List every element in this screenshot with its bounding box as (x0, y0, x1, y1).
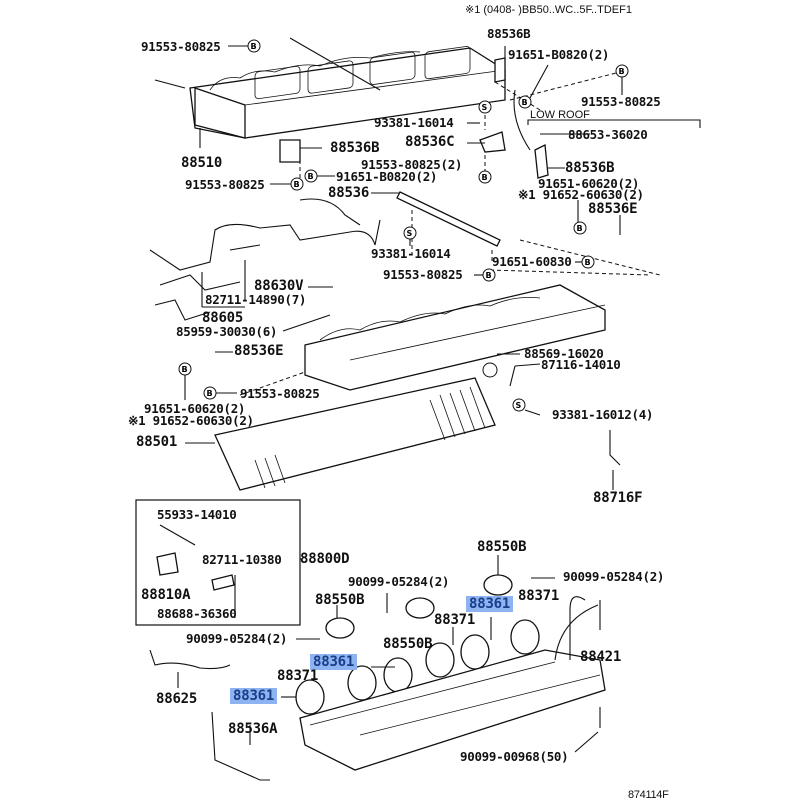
part-label[interactable]: 91553-80825 (383, 267, 463, 282)
part-label[interactable]: 91553-80825 (581, 94, 661, 109)
part-label[interactable]: 88550B (477, 539, 527, 555)
part-label[interactable]: 87116-14010 (541, 357, 621, 372)
part-label[interactable]: 88371 (434, 612, 476, 628)
part-label[interactable]: 88653-36020 (568, 127, 648, 142)
part-label[interactable]: 82711-14890(7) (205, 292, 307, 307)
blower-fans (295, 619, 540, 715)
part-label[interactable]: 91651-60830 (492, 254, 572, 269)
bolt-symbols: B B B B B B B B B B B (178, 39, 629, 400)
svg-text:B: B (577, 224, 583, 233)
svg-text:B: B (294, 180, 300, 189)
part-label[interactable]: 88688-36360 (157, 606, 237, 621)
part-label[interactable]: 88800D (300, 551, 350, 567)
svg-text:B: B (585, 258, 591, 267)
part-label[interactable]: 93381-16014 (371, 246, 451, 261)
svg-text:B: B (207, 389, 213, 398)
part-label[interactable]: 88536C (405, 134, 455, 150)
part-label[interactable]: 88510 (181, 155, 223, 171)
part-label[interactable]: 93381-16012(4) (552, 407, 654, 422)
svg-text:B: B (522, 98, 528, 107)
svg-text:B: B (486, 271, 492, 280)
part-label[interactable]: 55933-14010 (157, 507, 237, 522)
part-label[interactable]: 88371 (277, 668, 319, 684)
svg-text:S: S (482, 103, 488, 112)
part-label[interactable]: 90099-05284(2) (348, 574, 450, 589)
wire-harness-88605 (149, 198, 381, 321)
part-label[interactable]: 88569-16020 (524, 346, 604, 361)
screw-symbols: S S S (403, 100, 526, 412)
part-label[interactable]: 88536E (234, 343, 284, 359)
part-label[interactable]: 88716F (593, 490, 643, 506)
part-label[interactable]: 88536B (487, 26, 531, 41)
inset-box-88800D (135, 499, 301, 626)
part-label[interactable]: 90099-05284(2) (563, 569, 665, 584)
blower-motors (325, 574, 513, 639)
part-label[interactable]: 90099-00968(50) (460, 749, 569, 764)
part-label[interactable]: 88536 (328, 185, 370, 201)
low-roof-label: LOW ROOF (530, 109, 590, 121)
part-label[interactable]: 88550B (383, 636, 433, 652)
part-label[interactable]: 91651-60620(2) (144, 401, 246, 416)
part-label[interactable]: 93381-16014 (374, 115, 454, 130)
highlighted-part-88361[interactable]: 88361 (466, 596, 514, 612)
part-label[interactable]: 91651-60620(2) (538, 176, 640, 191)
highlighted-part-88361[interactable]: 88361 (230, 688, 278, 704)
highlighted-part-88361[interactable]: 88361 (310, 654, 358, 670)
part-label[interactable]: ※1 91652-60630(2) (518, 187, 644, 202)
part-label[interactable]: 91553-80825 (185, 177, 265, 192)
svg-text:B: B (482, 173, 488, 182)
leader-lines (184, 45, 623, 753)
evaporator-88501 (214, 377, 496, 491)
part-label[interactable]: 91553-80825 (240, 386, 320, 401)
part-label[interactable]: 91651-B0820(2) (508, 47, 610, 62)
svg-text:B: B (182, 365, 188, 374)
part-label[interactable]: 91651-B0820(2) (336, 169, 438, 184)
svg-text:S: S (407, 229, 413, 238)
figure-code: 874114F (628, 789, 669, 801)
part-label[interactable]: 88421 (580, 649, 622, 665)
part-label[interactable]: 90099-05284(2) (186, 631, 288, 646)
svg-text:B: B (251, 42, 257, 51)
part-label[interactable]: 85959-30030(6) (176, 324, 278, 339)
part-label[interactable]: 88550B (315, 592, 365, 608)
part-label[interactable]: 88536A (228, 721, 278, 737)
part-label[interactable]: 88536B (330, 140, 380, 156)
part-label[interactable]: 88536E (588, 201, 638, 217)
duct-88510 (154, 37, 506, 148)
part-label[interactable]: 88371 (518, 588, 560, 604)
part-label[interactable]: ※1 91652-60630(2) (128, 413, 254, 428)
part-label[interactable]: 82711-10380 (202, 552, 282, 567)
part-label[interactable]: 91553-80825(2) (361, 157, 463, 172)
part-label[interactable]: 88605 (202, 310, 244, 326)
part-label[interactable]: 91553-80825 (141, 39, 221, 54)
part-label[interactable]: 88630V (254, 278, 304, 294)
svg-text:B: B (308, 172, 314, 181)
duct-lower (304, 284, 606, 391)
part-label[interactable]: 88625 (156, 691, 198, 707)
applicability-note: ※1 (0408- )BB50..WC..5F..TDEF1 (465, 4, 632, 16)
part-label[interactable]: 88536B (565, 160, 615, 176)
svg-text:S: S (516, 401, 522, 410)
svg-text:B: B (619, 67, 625, 76)
part-label[interactable]: 88810A (141, 587, 191, 603)
part-label[interactable]: 88501 (136, 434, 178, 450)
